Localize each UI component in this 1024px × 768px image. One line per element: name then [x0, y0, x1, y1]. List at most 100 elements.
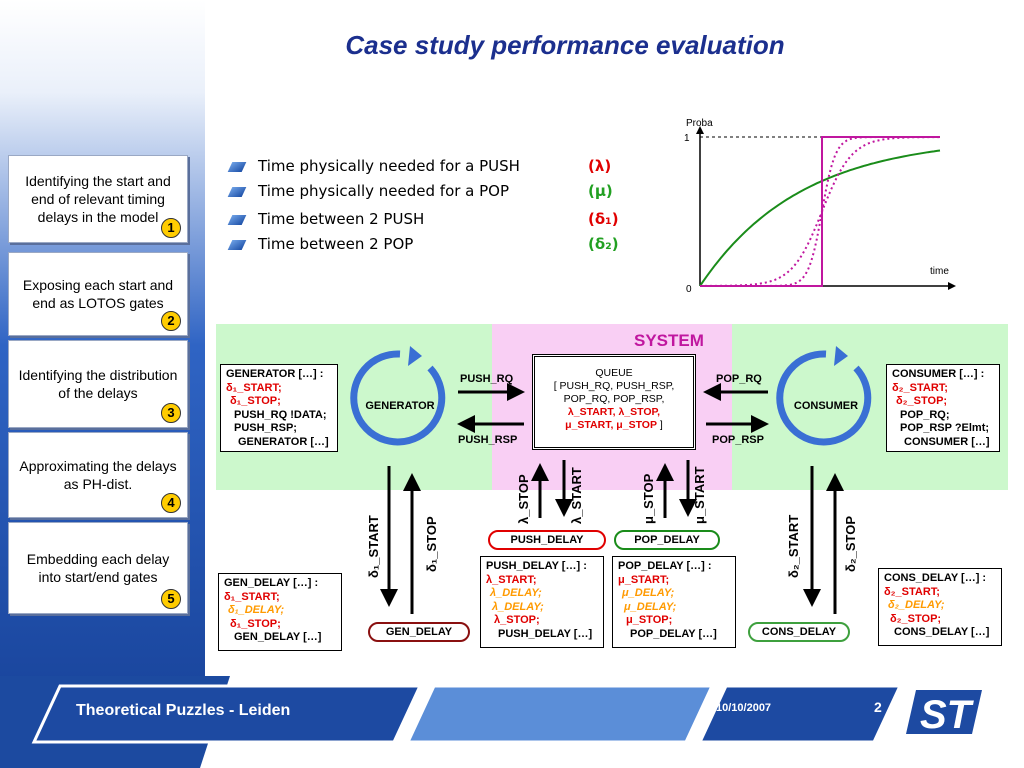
cycle-arrowhead-icon [834, 346, 848, 366]
queue-box: QUEUE [ PUSH_RQ, PUSH_RSP, POP_RQ, POP_R… [532, 354, 696, 450]
pop-rsp-label: POP_RSP [712, 434, 764, 446]
lambda-symbol: (λ) [588, 157, 612, 175]
box-line: POP_DELAY […] [630, 627, 717, 640]
step-number: 5 [161, 589, 181, 609]
d2-start-label: δ₂_START [786, 514, 801, 578]
box-head: CONSUMER […] : [892, 368, 985, 380]
queue-gates-1: [ PUSH_RQ, PUSH_RSP, [553, 380, 675, 392]
step-number: 1 [161, 218, 181, 238]
box-line: μ_DELAY; [624, 600, 677, 613]
series-erlang [699, 136, 940, 287]
step-label: Approximating the delays as PH-dist. [19, 458, 177, 492]
box-line: PUSH_DELAY […] [498, 627, 593, 640]
m-stop-label: μ_STOP [641, 473, 656, 524]
box-line: δ₁_DELAY; [228, 604, 285, 616]
box-line: POP_RSP ?Elmt; [900, 422, 990, 434]
box-line: λ_STOP; [494, 614, 540, 626]
box-line: CONSUMER […] [904, 435, 990, 448]
pop-rq-label: POP_RQ [716, 373, 762, 385]
page-number: 2 [874, 699, 882, 715]
step-label: Identifying the distribution of the dela… [18, 367, 178, 401]
mu-symbol: (μ) [588, 182, 613, 200]
d1-stop-label: δ₁_STOP [424, 516, 439, 572]
cycle-arrowhead-icon [408, 346, 422, 366]
box-line: PUSH_RQ !DATA; [234, 408, 327, 421]
bullet-icon [227, 161, 247, 172]
footer-date: 10/10/2007 [716, 702, 772, 714]
l-start-label: λ_START [569, 467, 584, 524]
box-line: λ_DELAY; [492, 600, 544, 613]
pop-delay-pill: POP_DELAY [614, 530, 720, 550]
gen-delay-box: GEN_DELAY […] : δ₁_START; δ₁_DELAY; δ₁_S… [218, 573, 342, 651]
step-number: 4 [161, 493, 181, 513]
box-line: δ₁_START; [226, 381, 282, 394]
box-line: μ_START; [618, 573, 670, 586]
box-head: GENERATOR […] : [226, 368, 324, 380]
distribution-chart: Proba 1 0 time [684, 118, 956, 295]
push-delay-box: PUSH_DELAY […] : λ_START; λ_DELAY; λ_DEL… [480, 556, 604, 648]
box-line: λ_DELAY; [490, 587, 542, 599]
consumer-cycle [776, 346, 872, 446]
delta2-symbol: (δ₂) [588, 235, 619, 253]
d1-start-label: δ₁_START [366, 515, 381, 578]
cycle-arrow-icon [776, 350, 872, 446]
queue-gates-2: POP_RQ, POP_RSP, [563, 393, 665, 405]
queue-gates-4: μ_START, μ_STOP [565, 419, 657, 431]
system-label: SYSTEM [634, 331, 704, 350]
bullet-push-interval: Time between 2 PUSH [227, 210, 425, 228]
step-number: 3 [161, 403, 181, 423]
cycle-arrow-icon [350, 350, 446, 446]
box-line: POP_RQ; [900, 408, 950, 421]
queue-gates-3: λ_START, λ_STOP, [567, 406, 661, 418]
box-line: PUSH_RSP; [234, 422, 297, 434]
consumer-process-box: CONSUMER […] : δ₂_START; δ₂_STOP; POP_RQ… [886, 364, 1000, 452]
bullet-push-time: Time physically needed for a PUSH [227, 157, 520, 175]
y-axis-label: Proba [686, 118, 713, 129]
footer-date-band [697, 684, 903, 744]
box-line: CONS_DELAY […] [894, 626, 990, 638]
step-3: Identifying the distribution of the dela… [8, 340, 188, 428]
bullet-icon [227, 239, 247, 250]
pop-delay-box: POP_DELAY […] : μ_START; μ_DELAY; μ_DELA… [612, 556, 736, 648]
cons-delay-box: CONS_DELAY […] : δ₂_START; δ₂_DELAY; δ₂_… [878, 568, 1002, 646]
box-line: δ₂_STOP; [896, 395, 948, 407]
d2-stop-label: δ₂_STOP [843, 515, 858, 572]
box-line: δ₁_START; [224, 590, 280, 603]
box-line: GEN_DELAY […] [234, 631, 322, 643]
box-line: μ_STOP; [626, 614, 673, 626]
box-head: POP_DELAY […] : [618, 560, 712, 572]
x-axis-label: time [930, 266, 949, 277]
series-erlang-steep [700, 136, 940, 287]
box-line: δ₂_STOP; [890, 612, 942, 625]
queue-bracket: ] [656, 419, 663, 431]
series-exponential [699, 149, 941, 287]
m-start-label: μ_START [692, 466, 707, 524]
svg-text:ST: ST [920, 693, 975, 736]
step-number: 2 [161, 311, 181, 331]
delta1-symbol: (δ₁) [588, 210, 619, 228]
step-label: Embedding each delay into start/end gate… [26, 551, 170, 585]
bullet-icon [227, 186, 247, 197]
step-label: Exposing each start and end as LOTOS gat… [22, 277, 174, 311]
footer-mid-band [405, 684, 715, 744]
box-line: δ₁_STOP; [230, 617, 281, 630]
box-line: GENERATOR […] [238, 435, 329, 448]
generator-cycle [350, 346, 446, 446]
box-line: μ_DELAY; [622, 587, 675, 599]
box-line: λ_START; [486, 573, 537, 586]
push-rsp-label: PUSH_RSP [458, 434, 518, 446]
page-title: Case study performance evaluation [345, 30, 785, 60]
y-tick-1: 1 [684, 133, 690, 144]
box-head: CONS_DELAY […] : [884, 572, 987, 584]
st-logo: ST [906, 688, 982, 737]
step-2: Exposing each start and end as LOTOS gat… [8, 252, 188, 336]
box-line: δ₂_DELAY; [888, 599, 945, 611]
push-delay-pill: PUSH_DELAY [488, 530, 606, 550]
bullet-text: Time between 2 PUSH [258, 210, 425, 228]
push-rq-label: PUSH_RQ [460, 373, 514, 385]
l-stop-label: λ_STOP [516, 474, 531, 524]
step-4: Approximating the delays as PH-dist. 4 [8, 432, 188, 518]
bullet-text: Time physically needed for a POP [258, 182, 510, 200]
consumer-label: CONSUMER [793, 400, 859, 412]
generator-process-box: GENERATOR […] : δ₁_START; δ₁_STOP; PUSH_… [220, 364, 338, 452]
